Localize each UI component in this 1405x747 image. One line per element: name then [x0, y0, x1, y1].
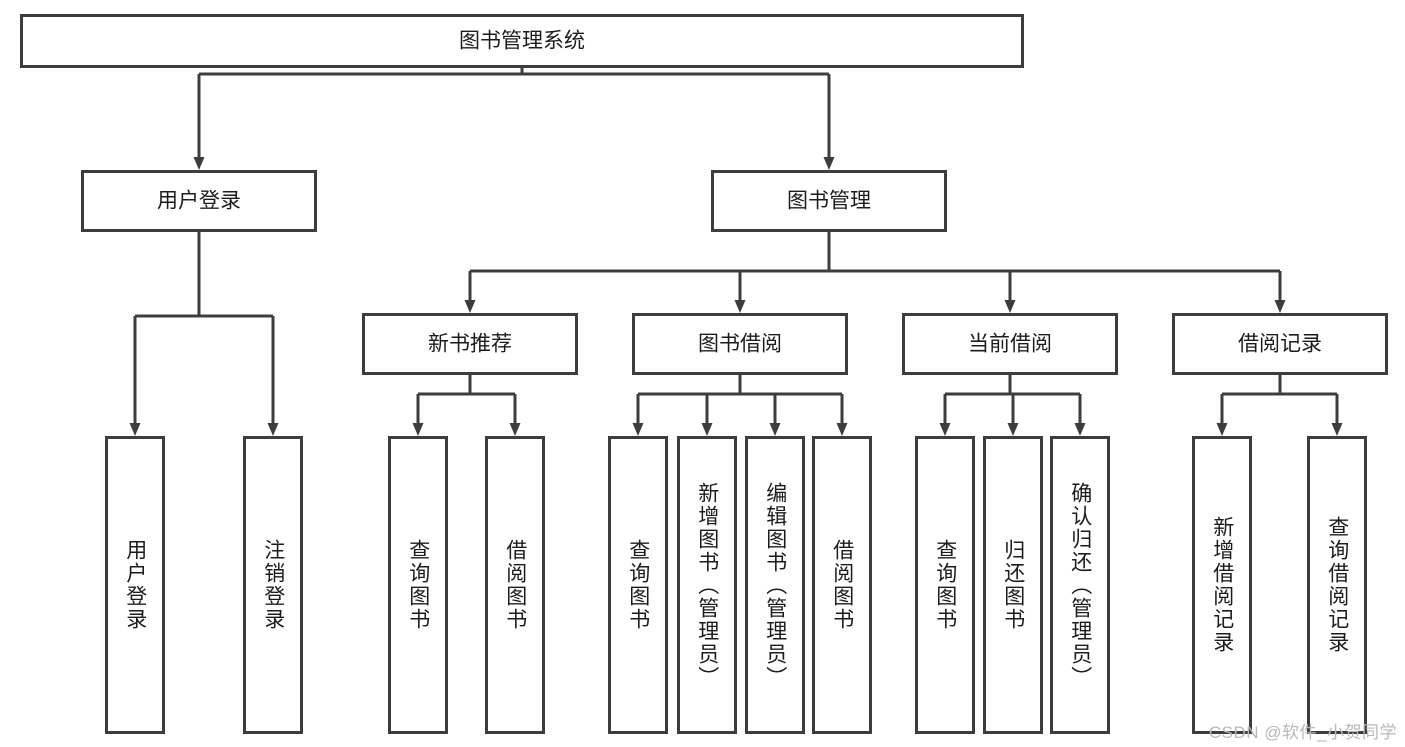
node-box-leaf-edit-book[interactable]	[745, 436, 805, 734]
arrow-head-icon	[1331, 423, 1343, 436]
arrow-head-icon	[1004, 300, 1016, 313]
node-box-current-borrow[interactable]	[902, 313, 1118, 375]
arrow-head-icon	[823, 157, 835, 170]
arrow-head-icon	[509, 423, 521, 436]
node-label-leaf-confirm-return: 确认归还（管理员）	[1068, 481, 1092, 689]
node-box-leaf-query-book-2[interactable]	[608, 436, 668, 734]
node-label-leaf-return-book: 归还图书	[1001, 539, 1025, 631]
node-box-leaf-query-record[interactable]	[1307, 436, 1367, 734]
arrow-head-icon	[129, 423, 141, 436]
node-label-leaf-add-book: 新增图书（管理员）	[695, 481, 719, 689]
arrow-head-icon	[412, 423, 424, 436]
node-box-book-management[interactable]	[711, 170, 947, 232]
node-label-root: 图书管理系统	[459, 30, 585, 53]
arrow-head-icon	[734, 300, 746, 313]
arrow-head-icon	[464, 300, 476, 313]
node-label-leaf-logout: 注销登录	[261, 539, 285, 631]
node-box-leaf-query-book-3[interactable]	[915, 436, 975, 734]
node-label-leaf-query-book-2: 查询图书	[626, 539, 650, 631]
node-label-leaf-borrow-book-1: 借阅图书	[503, 539, 527, 631]
node-label-current-borrow: 当前借阅	[968, 333, 1052, 356]
node-box-leaf-query-book-1[interactable]	[388, 436, 448, 734]
node-box-leaf-borrow-book-2[interactable]	[812, 436, 872, 734]
node-box-book-borrow[interactable]	[632, 313, 848, 375]
arrow-head-icon	[1274, 300, 1286, 313]
arrow-head-icon	[632, 423, 644, 436]
node-label-leaf-borrow-book-2: 借阅图书	[830, 539, 854, 631]
watermark-text: CSDN @软件_小贺同学	[1208, 723, 1397, 742]
node-label-new-book-recommend: 新书推荐	[428, 333, 512, 356]
arrow-head-icon	[1074, 423, 1086, 436]
arrow-head-icon	[836, 423, 848, 436]
arrow-head-icon	[1007, 423, 1019, 436]
node-box-leaf-add-record[interactable]	[1192, 436, 1252, 734]
arrow-head-icon	[769, 423, 781, 436]
node-label-user-login: 用户登录	[157, 190, 241, 213]
node-box-leaf-confirm-return[interactable]	[1050, 436, 1110, 734]
node-label-leaf-user-login: 用户登录	[123, 539, 147, 631]
node-label-leaf-query-record: 查询借阅记录	[1325, 516, 1349, 654]
arrow-head-icon	[193, 157, 205, 170]
node-box-user-login[interactable]	[81, 170, 317, 232]
node-box-leaf-add-book[interactable]	[677, 436, 737, 734]
node-label-leaf-add-record: 新增借阅记录	[1210, 516, 1234, 654]
node-label-leaf-query-book-3: 查询图书	[933, 539, 957, 631]
node-boxes	[20, 14, 1388, 734]
connector-lines	[129, 68, 1343, 436]
node-label-leaf-query-book-1: 查询图书	[406, 539, 430, 631]
arrow-head-icon	[701, 423, 713, 436]
node-box-new-book-recommend[interactable]	[362, 313, 578, 375]
node-box-leaf-borrow-book-1[interactable]	[485, 436, 545, 734]
node-box-leaf-logout[interactable]	[243, 436, 303, 734]
node-box-leaf-return-book[interactable]	[983, 436, 1043, 734]
node-box-root[interactable]	[20, 14, 1024, 68]
arrow-head-icon	[267, 423, 279, 436]
node-label-book-management: 图书管理	[787, 190, 871, 213]
node-box-borrow-record[interactable]	[1172, 313, 1388, 375]
node-box-leaf-user-login[interactable]	[105, 436, 165, 734]
node-label-leaf-edit-book: 编辑图书（管理员）	[763, 481, 787, 689]
node-label-borrow-record: 借阅记录	[1238, 333, 1322, 356]
arrow-head-icon	[1216, 423, 1228, 436]
node-label-book-borrow: 图书借阅	[698, 333, 782, 356]
arrow-head-icon	[939, 423, 951, 436]
